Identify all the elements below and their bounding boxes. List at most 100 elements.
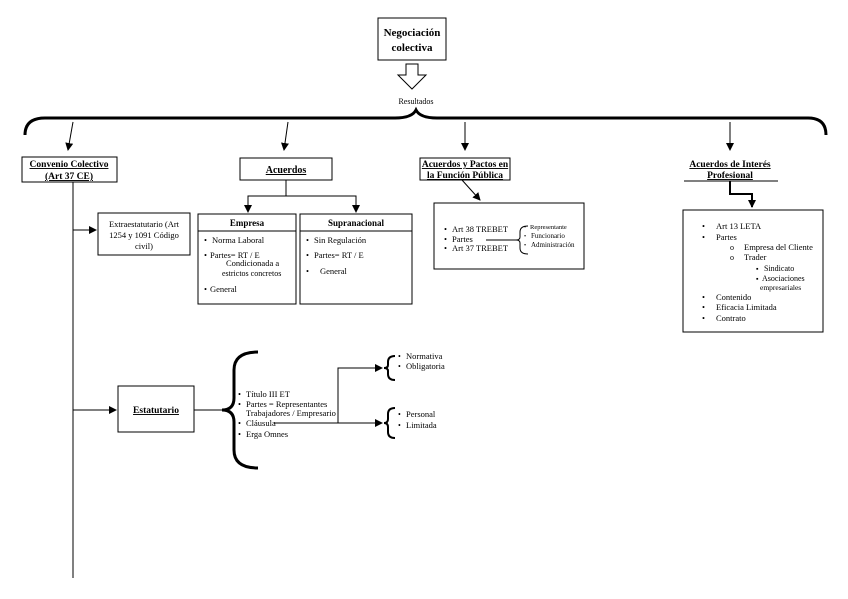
convenio-colectivo-node: Convenio Colectivo (Art 37 CE) bbox=[21, 156, 118, 183]
supranacional-item-3: General bbox=[320, 266, 348, 276]
convenio-line2: (Art 37 CE) bbox=[45, 171, 93, 182]
estatutario-node: Estatutario bbox=[117, 385, 195, 433]
ip-item-9: Eficacia Limitada bbox=[716, 302, 777, 312]
empresa-item-3: Condicionada a bbox=[226, 258, 279, 268]
extraestatutario-line2: 1254 y 1091 Código bbox=[109, 230, 179, 240]
est-item-3: Trabajadores / Empresario bbox=[246, 408, 336, 418]
funcion-publica-box: • Art 38 TREBET • Partes • Art 37 TREBET… bbox=[433, 202, 585, 270]
ip-bullet-2: • bbox=[702, 232, 705, 242]
arrow-to-interes-box bbox=[729, 181, 756, 208]
root-title-line1: Negociación bbox=[384, 27, 441, 39]
ip-bullet-1: • bbox=[702, 221, 705, 231]
clausula-group2-item-1: Personal bbox=[406, 409, 436, 419]
empresa-bullet-3: • bbox=[204, 284, 207, 294]
fp-item-1: Art 38 TREBET bbox=[452, 224, 509, 234]
est-item-2: Partes = Representantes bbox=[246, 399, 327, 409]
ip-item-1: Art 13 LETA bbox=[716, 221, 762, 231]
est-item-1: Título III ET bbox=[246, 389, 291, 399]
empresa-title: Empresa bbox=[230, 218, 265, 228]
fp-brace-item-2: Funcionario bbox=[531, 232, 565, 240]
clausula-group1-item-2: Obligatoria bbox=[406, 361, 445, 371]
empresa-item-1: Norma Laboral bbox=[212, 235, 265, 245]
ip-subsub-bullet-2: ▪ bbox=[756, 275, 759, 283]
fp-brace-bullet-1: • bbox=[524, 225, 526, 231]
funcion-publica-node: Acuerdos y Pactos en la Función Pública bbox=[419, 157, 511, 181]
arrow-to-clausula-group1 bbox=[274, 364, 383, 424]
cg1-bullet-1: • bbox=[398, 352, 401, 361]
fp-bullet-1: • bbox=[444, 224, 447, 234]
fp-bullet-2: • bbox=[444, 234, 447, 244]
ip-item-8: Contenido bbox=[716, 292, 751, 302]
results-brace bbox=[23, 106, 828, 136]
est-bullet-4: • bbox=[238, 429, 241, 439]
ip-bullet-5: • bbox=[702, 313, 705, 323]
fp-brace-item-1: Representante bbox=[530, 224, 567, 231]
empresa-node: Empresa • Norma Laboral • Partes= RT / E… bbox=[197, 213, 297, 305]
fp-brace bbox=[515, 225, 529, 255]
arrow-to-acuerdos bbox=[281, 121, 289, 151]
supranacional-bullet-2: • bbox=[306, 250, 309, 260]
ip-sub-bullet-1: o bbox=[730, 243, 734, 252]
acuerdos-title: Acuerdos bbox=[266, 165, 307, 176]
ip-item-4: Trader bbox=[744, 252, 767, 262]
fp-item-2: Partes bbox=[452, 234, 473, 244]
arrow-to-funcion-publica-box bbox=[461, 179, 481, 201]
arrow-to-supranacional bbox=[286, 195, 360, 213]
interes-profesional-box: • Art 13 LETA • Partes o Empresa del Cli… bbox=[682, 209, 824, 333]
acuerdos-node: Acuerdos bbox=[239, 157, 333, 181]
root-hollow-arrow bbox=[396, 63, 428, 90]
ip-item-3: Empresa del Cliente bbox=[744, 242, 813, 252]
fp-bullet-3: • bbox=[444, 243, 447, 253]
supranacional-title: Supranacional bbox=[328, 218, 385, 228]
ip-item-5: Sindicato bbox=[764, 264, 794, 273]
clausula-group2-item-2: Limitada bbox=[406, 420, 437, 430]
estatutario-title: Estatutario bbox=[133, 406, 179, 416]
est-item-4: Cláusula bbox=[246, 418, 276, 428]
arrow-to-empresa bbox=[244, 180, 287, 213]
root-title-line2: colectiva bbox=[392, 42, 433, 54]
interes-profesional-node: Acuerdos de Interés Profesional bbox=[684, 160, 778, 182]
empresa-item-4: estrictos concretos bbox=[222, 269, 281, 278]
ip-subsub-bullet-1: ▪ bbox=[756, 265, 759, 273]
ip-item-7: empresariales bbox=[760, 283, 801, 292]
empresa-bullet-2: • bbox=[204, 250, 207, 260]
supranacional-node: Supranacional • Sin Regulación • Partes=… bbox=[299, 213, 413, 305]
empresa-bullet-1: • bbox=[204, 235, 207, 245]
est-bullet-1: • bbox=[238, 389, 241, 399]
supranacional-bullet-3: • bbox=[306, 266, 309, 276]
arrow-to-convenio bbox=[65, 121, 74, 151]
ip-item-6: Asociaciones bbox=[762, 274, 805, 283]
interes-line2: Profesional bbox=[707, 171, 753, 181]
estatutario-brace bbox=[221, 350, 259, 470]
resultados-label: Resultados bbox=[398, 97, 433, 106]
supranacional-item-1: Sin Regulación bbox=[314, 235, 367, 245]
fp-brace-bullet-2: • bbox=[524, 234, 526, 240]
clausula-group2-brace bbox=[383, 407, 396, 439]
funcion-publica-line2: la Función Pública bbox=[427, 171, 503, 181]
est-bullet-2: • bbox=[238, 399, 241, 409]
convenio-line1: Convenio Colectivo bbox=[30, 160, 109, 170]
ip-bullet-4: • bbox=[702, 302, 705, 312]
ip-item-2: Partes bbox=[716, 232, 737, 242]
est-item-5: Erga Omnes bbox=[246, 429, 288, 439]
root-node: Negociación colectiva bbox=[377, 17, 447, 61]
interes-line1: Acuerdos de Interés bbox=[689, 160, 771, 170]
ip-sub-bullet-2: o bbox=[730, 253, 734, 262]
cg2-bullet-2: • bbox=[398, 421, 401, 430]
extraestatutario-node: Extraestatutario (Art 1254 y 1091 Código… bbox=[97, 212, 191, 256]
fp-brace-item-3: Administración bbox=[531, 241, 575, 249]
empresa-item-5: General bbox=[210, 284, 238, 294]
empresa-item-2: Partes= RT / E bbox=[210, 250, 260, 260]
funcion-publica-line1: Acuerdos y Pactos en bbox=[422, 160, 509, 170]
extraestatutario-line1: Extraestatutario (Art bbox=[109, 219, 180, 229]
ip-bullet-3: • bbox=[702, 292, 705, 302]
clausula-group1-item-1: Normativa bbox=[406, 351, 443, 361]
est-bullet-3: • bbox=[238, 418, 241, 428]
ip-item-10: Contrato bbox=[716, 313, 746, 323]
supranacional-item-2: Partes= RT / E bbox=[314, 250, 364, 260]
clausula-group1-brace bbox=[383, 355, 396, 381]
cg2-bullet-1: • bbox=[398, 410, 401, 419]
fp-brace-bullet-3: • bbox=[524, 243, 526, 249]
estatutario-list: • Título III ET • Partes = Representante… bbox=[238, 389, 336, 439]
